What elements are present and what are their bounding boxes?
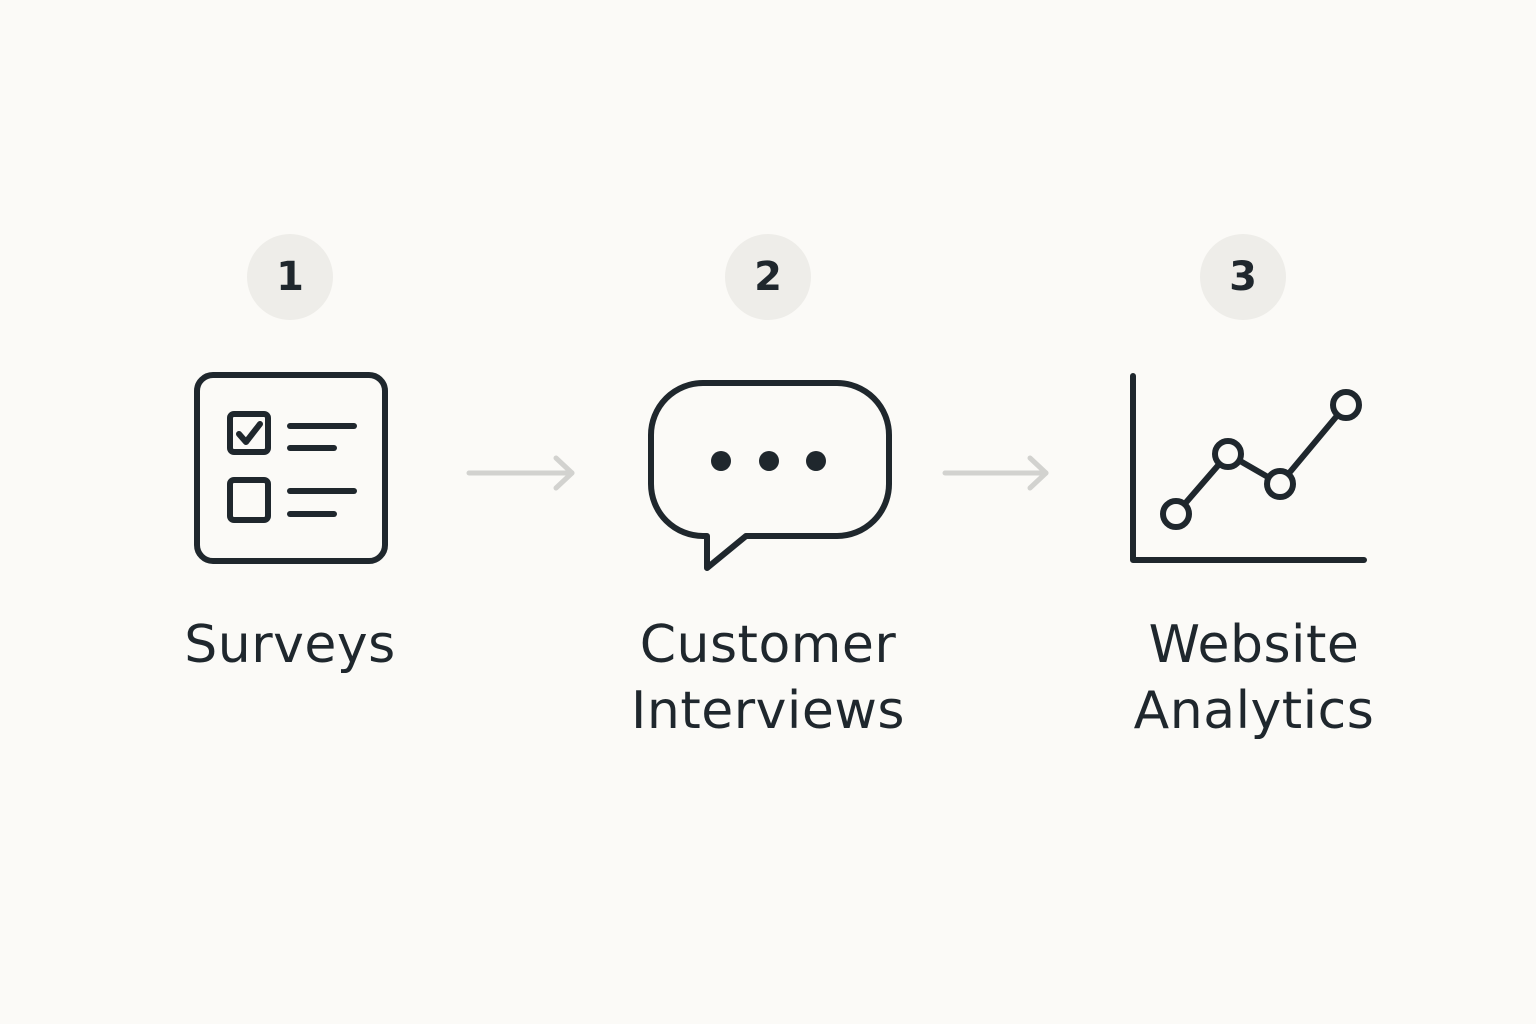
step-number-badge: 3 (1200, 234, 1286, 320)
step-label: Surveys (90, 612, 490, 678)
line-chart-icon (1130, 373, 1367, 563)
step-number-badge: 1 (247, 234, 333, 320)
step-number-badge: 2 (725, 234, 811, 320)
survey-checklist-icon (194, 372, 388, 564)
step-label-line: Interviews (631, 681, 905, 741)
step-website-analytics: 3 Website Analytics (1052, 0, 1452, 1024)
step-label-line: Customer (639, 615, 897, 675)
step-label: Customer Interviews (568, 612, 968, 744)
step-label: Website Analytics (1054, 612, 1454, 744)
step-surveys: 1 Surveys (90, 0, 490, 1024)
step-label-line: Surveys (184, 615, 396, 675)
arrow-right-icon (942, 455, 1049, 491)
step-label-line: Analytics (1133, 681, 1375, 741)
step-label-line: Website (1148, 615, 1360, 675)
arrow-right-icon (466, 455, 575, 491)
step-customer-interviews: 2 Customer Interviews (568, 0, 968, 1024)
chat-bubble-icon (648, 380, 892, 571)
